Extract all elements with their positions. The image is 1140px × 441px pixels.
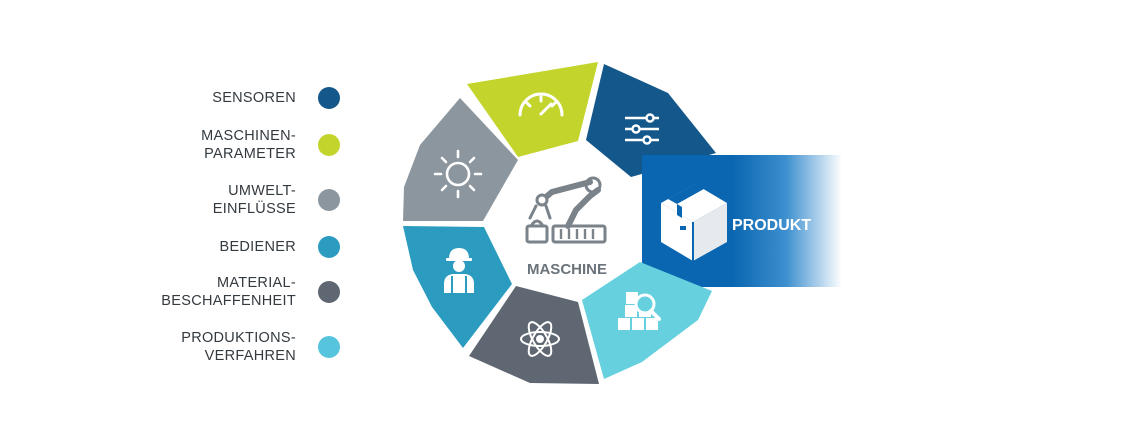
segment-umwelt-einfluesse xyxy=(403,98,518,221)
sliders-icon xyxy=(625,113,659,145)
legend-label: BEDIENER xyxy=(219,239,296,255)
atom-icon xyxy=(520,321,560,357)
legend-label: PRODUKTIONS- VERFAHREN xyxy=(181,330,296,364)
robot-arm-icon xyxy=(525,176,607,244)
inspection-boxes-icon xyxy=(618,292,661,330)
legend-item-bediener: BEDIENER xyxy=(219,236,340,258)
legend: SENSOREN MASCHINEN- PARAMETER UMWELT- EI… xyxy=(0,0,400,441)
legend-dot xyxy=(318,281,340,303)
legend-item-produktions-verfahren: PRODUKTIONS- VERFAHREN xyxy=(181,329,340,365)
legend-dot xyxy=(318,189,340,211)
segment-maschinen-parameter xyxy=(467,62,598,157)
legend-item-sensoren: SENSOREN xyxy=(212,87,340,109)
legend-label: MATERIAL- BESCHAFFENHEIT xyxy=(161,275,296,309)
sun-icon xyxy=(433,149,483,199)
legend-label: SENSOREN xyxy=(212,90,296,106)
legend-dot xyxy=(318,134,340,156)
box-icon xyxy=(661,180,727,261)
legend-dot xyxy=(318,87,340,109)
legend-item-maschinen-parameter: MASCHINEN- PARAMETER xyxy=(201,127,340,163)
gauge-icon xyxy=(518,92,564,117)
legend-label: UMWELT- EINFLÜSSE xyxy=(212,183,296,217)
legend-dot xyxy=(318,236,340,258)
legend-label: MASCHINEN- PARAMETER xyxy=(201,128,296,162)
center-label: MASCHINE xyxy=(527,261,607,278)
legend-item-material-beschaffenheit: MATERIAL- BESCHAFFENHEIT xyxy=(161,274,340,310)
legend-item-umwelt-einfluesse: UMWELT- EINFLÜSSE xyxy=(213,182,340,218)
legend-dot xyxy=(318,336,340,358)
product-label: PRODUKT xyxy=(732,217,811,234)
worker-icon xyxy=(444,248,474,293)
